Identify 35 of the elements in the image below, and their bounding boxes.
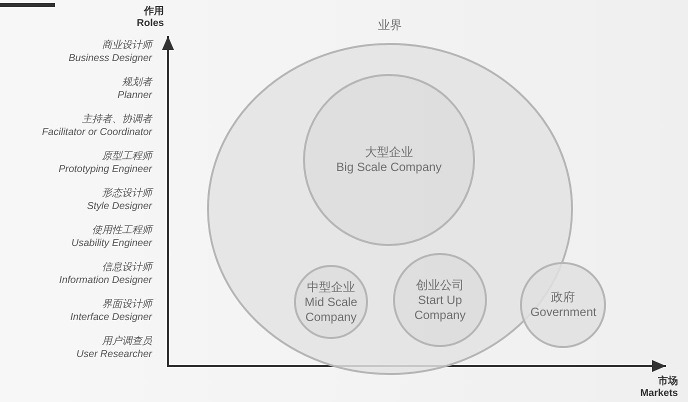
role-label: Information Designer [59, 275, 152, 287]
chinese-label: 大型企业 [364, 145, 414, 160]
axis-title: 市场 [658, 376, 678, 388]
axis-title: Roles [136, 18, 164, 30]
role-label: Planner [118, 90, 152, 102]
chinese-label: 中型企业 [306, 280, 356, 294]
company-circle [392, 253, 488, 347]
role-label: Business Designer [68, 53, 152, 65]
role-label-chinese: 商业设计师 [102, 40, 152, 52]
chinese-label: 创业公司 [415, 278, 465, 292]
role-label: Interface Designer [70, 312, 152, 324]
group-heading: 业界 [377, 18, 403, 33]
company-circle [303, 73, 475, 247]
role-label-chinese: 使用性工程师 [92, 225, 152, 237]
company-circle [293, 265, 369, 339]
role-label-chinese: 规划者 [122, 77, 152, 89]
role-label: Usability Engineer [71, 238, 152, 250]
role-label: Facilitator or Coordinator [42, 127, 152, 139]
english-label: Big Scale Company [335, 160, 443, 175]
role-label: Style Designer [86, 201, 152, 213]
role-label: Prototyping Engineer [58, 164, 152, 176]
role-label-chinese: 用户调查员 [102, 336, 152, 348]
role-label: User Researcher [76, 349, 152, 361]
english-label: Government [530, 305, 596, 320]
role-label-chinese: 形态设计师 [102, 188, 152, 200]
chinese-label: 政府 [550, 290, 576, 305]
role-label-chinese: 信息设计师 [102, 262, 152, 274]
role-label-chinese: 界面设计师 [102, 299, 152, 311]
government-circle [520, 262, 606, 348]
axis-title: 作用 [144, 6, 164, 18]
role-label-chinese: 主持者、协调者 [82, 114, 152, 126]
english-label: Mid Scale Company [304, 294, 358, 324]
role-label-chinese: 原型工程师 [102, 151, 152, 163]
english-label: Start Up Company [413, 292, 467, 322]
axis-title: Markets [640, 388, 678, 400]
